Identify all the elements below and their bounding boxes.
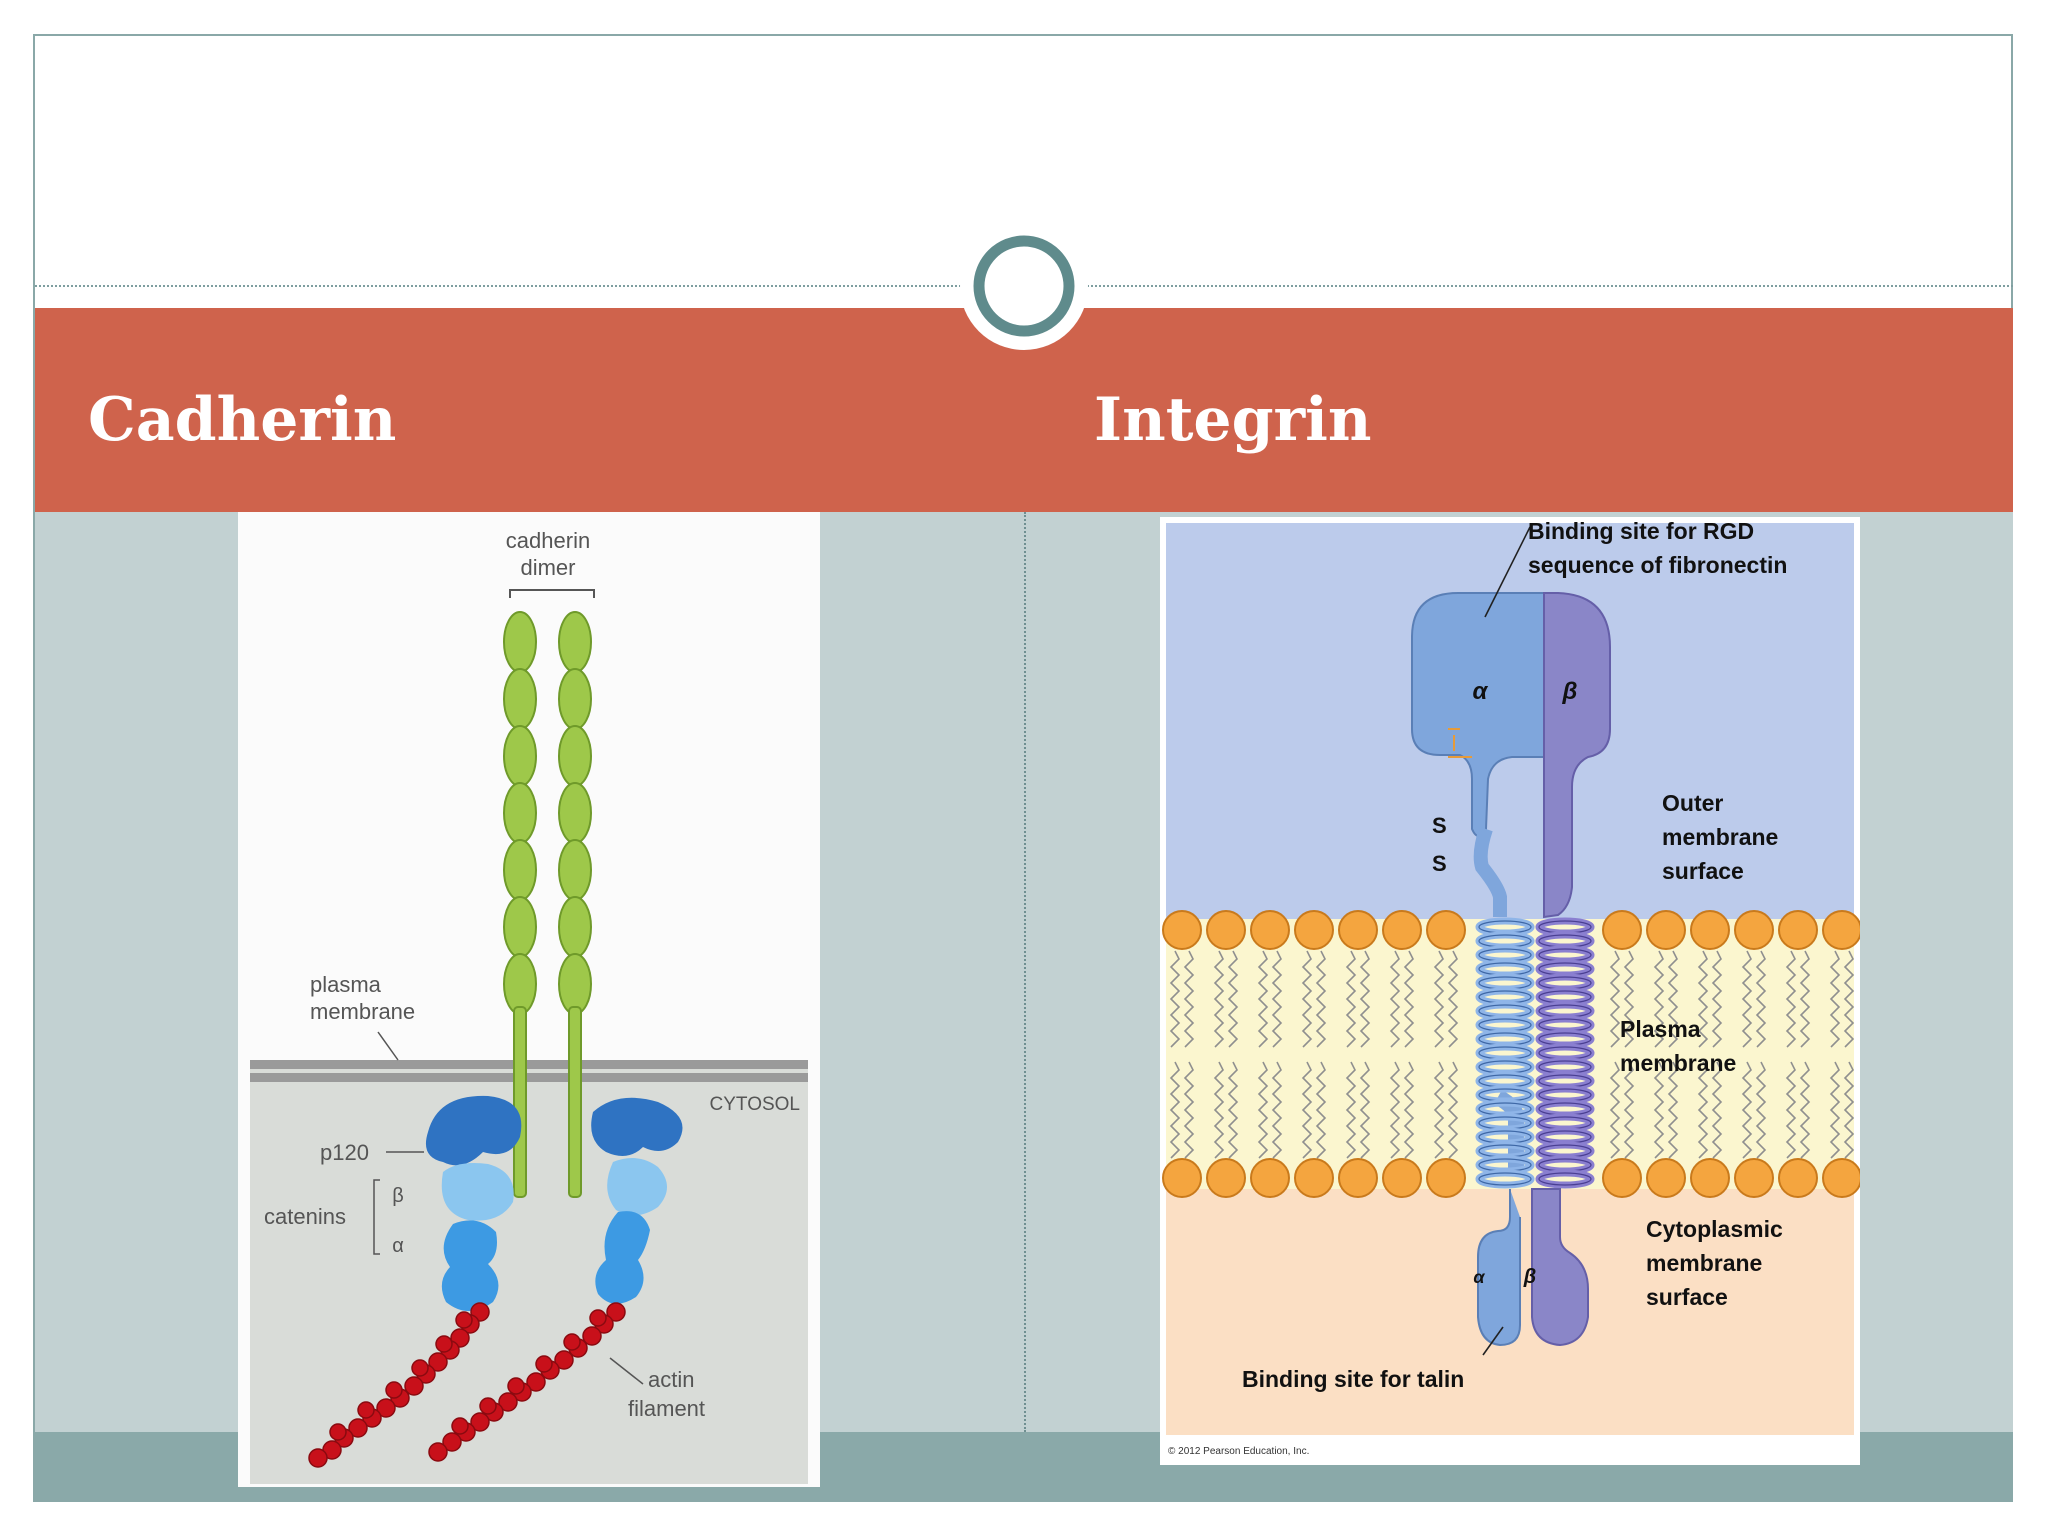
dimer-bracket — [509, 589, 595, 598]
lipid-head — [1162, 1158, 1202, 1198]
alpha-helix — [1475, 917, 1535, 1189]
rgd-leader — [1484, 526, 1531, 618]
lipid-head — [1602, 1158, 1642, 1198]
outer-label-line3: surface — [1662, 858, 1744, 884]
dimer-label-line1: cadherin — [506, 528, 590, 553]
actin-filament-left — [308, 1302, 490, 1468]
lipid-head — [1822, 910, 1860, 950]
cytoplasmic-tails — [1477, 1188, 1589, 1347]
cyto-label-line3: surface — [1646, 1284, 1728, 1310]
membrane-label-line2: membrane — [310, 999, 415, 1024]
alpha-small-symbol: α — [1473, 1267, 1485, 1287]
lipid-head — [1426, 910, 1466, 950]
lipid-head — [1382, 910, 1422, 950]
rgd-label-line1: Binding site for RGD — [1528, 518, 1754, 544]
s-label-2: S — [1432, 851, 1447, 876]
lipid-head — [1646, 1158, 1686, 1198]
lipid-head — [1294, 1158, 1334, 1198]
lipid-head — [1734, 910, 1774, 950]
beta-catenin-label: β — [392, 1185, 404, 1207]
lipid-head — [1822, 1158, 1860, 1198]
membrane-leader — [377, 1031, 399, 1061]
lipid-tails — [1169, 950, 1855, 1159]
dimer-label-line2: dimer — [520, 555, 575, 580]
cyto-label-line2: membrane — [1646, 1250, 1762, 1276]
lipid-head — [1734, 1158, 1774, 1198]
beta-helix — [1535, 917, 1595, 1189]
lipid-head — [1250, 910, 1290, 950]
lipid-head — [1294, 910, 1334, 950]
plasma-membrane-bar-inner — [250, 1073, 808, 1082]
cyto-label-line1: Cytoplasmic — [1646, 1216, 1783, 1242]
cadherin-diagram: cadherin dimer plasma membrane CYTOSOL p… — [238, 512, 820, 1487]
lipid-head — [1646, 910, 1686, 950]
lipid-head — [1338, 1158, 1378, 1198]
lipid-head — [1778, 910, 1818, 950]
outer-label-line1: Outer — [1662, 790, 1723, 816]
talin-leader — [1482, 1326, 1504, 1356]
column-divider — [1024, 512, 1026, 1432]
copyright-label: © 2012 Pearson Education, Inc. — [1168, 1446, 1309, 1457]
lipid-head — [1426, 1158, 1466, 1198]
lipid-head — [1250, 1158, 1290, 1198]
lipid-head — [1382, 1158, 1422, 1198]
lipid-head — [1206, 910, 1246, 950]
alpha-catenin-label: α — [392, 1235, 404, 1257]
alpha-symbol: α — [1473, 678, 1489, 705]
lipid-head — [1690, 910, 1730, 950]
beta-symbol: β — [1562, 678, 1578, 705]
lipid-head — [1602, 910, 1642, 950]
lipid-head — [1778, 1158, 1818, 1198]
lipid-heads-top — [1162, 910, 1860, 950]
cytosol-label: CYTOSOL — [710, 1094, 800, 1115]
beta-small-symbol: β — [1523, 1266, 1536, 1288]
actin-leader — [609, 1357, 644, 1385]
p120-label: p120 — [320, 1140, 369, 1165]
actin-label-line2: filament — [628, 1396, 705, 1421]
actin-label-line1: actin — [648, 1367, 694, 1392]
cadherin-chain-right — [558, 611, 592, 1198]
lipid-heads-bottom — [1162, 1158, 1860, 1198]
integrin-diagram: Binding site for RGD sequence of fibrone… — [1160, 517, 1860, 1465]
beta-subunit — [1543, 592, 1611, 919]
rgd-label-line2: sequence of fibronectin — [1528, 552, 1787, 578]
heading-cadherin: Cadherin — [88, 385, 397, 455]
cadherin-chain-left — [503, 611, 537, 1198]
cytosol-region — [250, 1064, 808, 1484]
heading-integrin: Integrin — [1094, 385, 1372, 455]
lipid-head — [1690, 1158, 1730, 1198]
outer-label-line2: membrane — [1662, 824, 1778, 850]
plasma-label-line2: membrane — [1620, 1050, 1736, 1076]
s-label-1: S — [1432, 813, 1447, 838]
actin-filament-right — [428, 1302, 626, 1462]
catenins-bracket — [373, 1179, 380, 1255]
membrane-label-line1: plasma — [310, 972, 382, 997]
lipid-head — [1162, 910, 1202, 950]
catenin-complex-left — [425, 1095, 522, 1311]
lipid-head — [1338, 910, 1378, 950]
plasma-membrane-bar-outer — [250, 1060, 808, 1069]
plasma-label-line1: Plasma — [1620, 1016, 1701, 1042]
lipid-head — [1206, 1158, 1246, 1198]
disulfide-bond — [1448, 728, 1472, 758]
catenins-label: catenins — [264, 1204, 346, 1229]
catenin-complex-right — [591, 1097, 683, 1304]
talin-label: Binding site for talin — [1242, 1366, 1464, 1392]
circle-ornament-icon — [960, 222, 1088, 350]
